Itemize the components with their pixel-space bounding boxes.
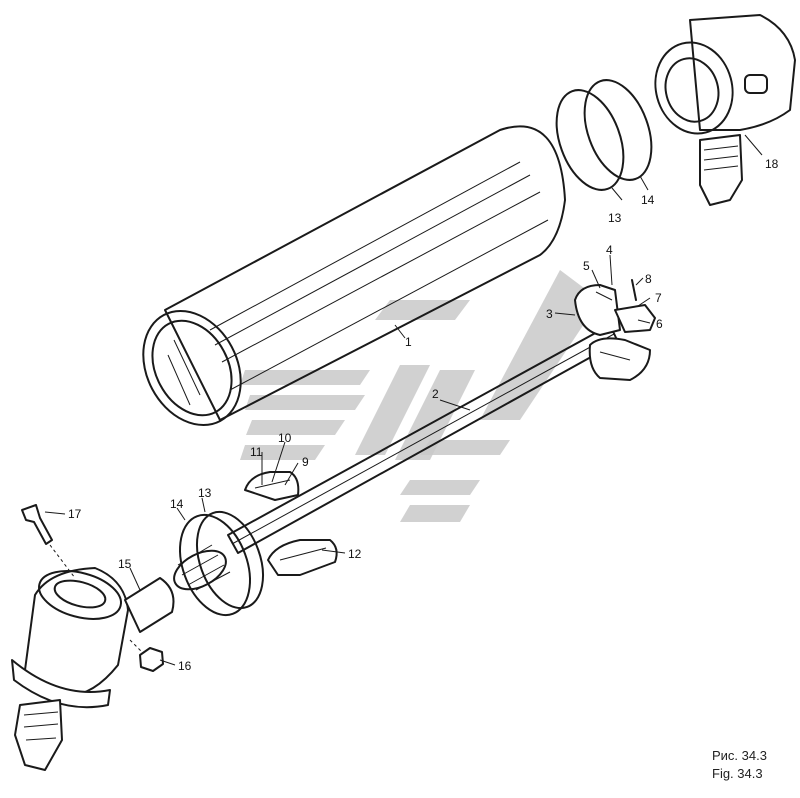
callout-7: 7 — [655, 291, 662, 305]
callout-12: 12 — [348, 547, 362, 561]
figure-caption-en: Fig. 34.3 — [712, 766, 763, 781]
callout-1: 1 — [405, 335, 412, 349]
left-split-rings — [244, 471, 338, 576]
callout-6: 6 — [656, 317, 663, 331]
right-end-assembly — [574, 279, 656, 381]
callout-2: 2 — [432, 387, 439, 401]
tube-part-1 — [142, 125, 566, 427]
callout-3: 3 — [546, 307, 553, 321]
leader-lines — [44, 134, 763, 666]
callout-9: 9 — [302, 455, 309, 469]
callout-16: 16 — [178, 659, 192, 673]
callout-11: 11 — [250, 445, 263, 459]
callout-5: 5 — [583, 259, 590, 273]
bolt-part-17 — [21, 504, 76, 579]
rings-bottom — [179, 510, 264, 617]
ball-joint-part-18 — [654, 14, 796, 206]
rings-top — [555, 79, 653, 191]
callout-18: 18 — [765, 157, 779, 171]
callout-4: 4 — [606, 243, 613, 257]
callout-labels: 1 2 3 4 5 6 7 8 9 10 11 12 13 14 13 14 1… — [68, 157, 779, 673]
callout-10: 10 — [278, 431, 292, 445]
callout-8: 8 — [645, 272, 652, 286]
ball-joint-part-15 — [11, 567, 175, 771]
watermark-logo — [240, 270, 600, 522]
callout-14-bottom: 14 — [170, 497, 184, 511]
callout-14-top: 14 — [641, 193, 655, 207]
callout-13-top: 13 — [608, 211, 622, 225]
figure-caption-ru: Рис. 34.3 — [712, 748, 767, 763]
nut-part-16 — [129, 639, 164, 672]
callout-13-bottom: 13 — [198, 486, 212, 500]
callout-17: 17 — [68, 507, 82, 521]
callout-15: 15 — [118, 557, 132, 571]
